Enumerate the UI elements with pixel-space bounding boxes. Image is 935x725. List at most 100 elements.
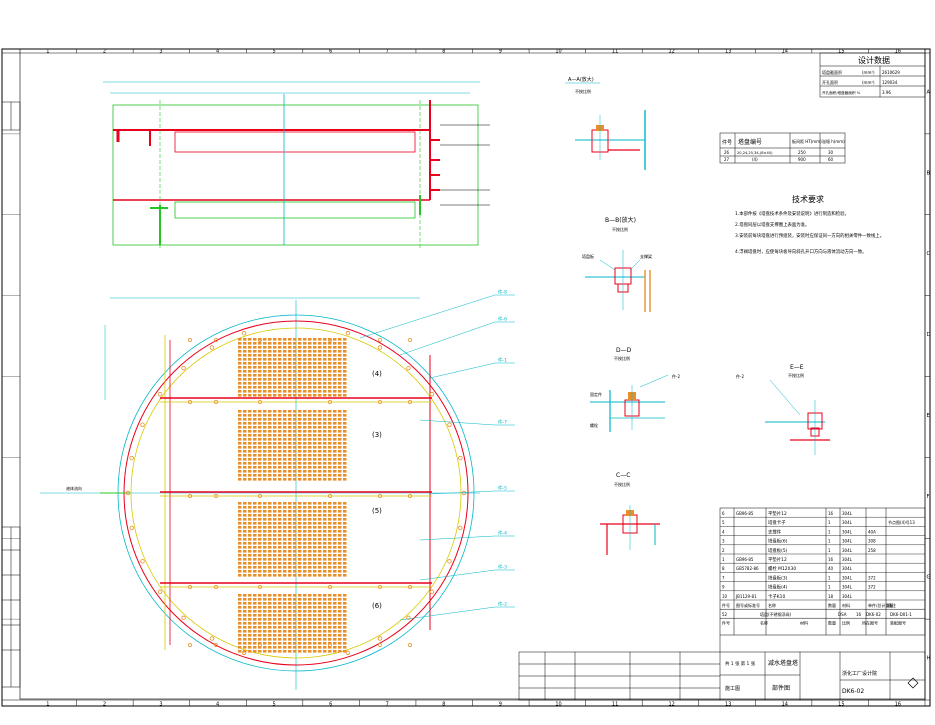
- section-bb-title: B—B(放大): [605, 216, 636, 224]
- tech-req-3: 3.安装前每块塔盘进行预组装，安装时应保证同一方向的相关零件一致线上。: [735, 232, 884, 239]
- column-label: 9: [499, 702, 502, 708]
- tray-r1-no: 26: [724, 150, 730, 155]
- assembly-header: 装配图号: [890, 620, 906, 626]
- column-label: 8: [442, 702, 445, 708]
- clamp-hole: [408, 338, 412, 342]
- tray-r1-h: 30: [828, 150, 834, 155]
- plan-callout: 件-6: [498, 316, 507, 323]
- column-label: 8: [442, 49, 445, 55]
- plan-callout: 件-2: [498, 601, 507, 608]
- plan-callout: 件-5: [498, 485, 507, 492]
- parts-cell: 1: [828, 529, 831, 534]
- column-label: 3: [159, 49, 162, 55]
- design-row-2-label: 开孔面积: [822, 79, 838, 85]
- clamp-hole: [328, 643, 332, 647]
- plan-callout: 件-7: [498, 419, 507, 426]
- tray-r2-id: (4): [752, 157, 758, 162]
- parts-cell: 塔盘板(6): [768, 538, 788, 545]
- bolt-hole: [209, 345, 215, 350]
- row-label: E: [927, 413, 930, 419]
- column-label: 12: [668, 702, 674, 708]
- parts-header: 件号: [722, 602, 730, 608]
- tray-r2-ht: 900: [798, 157, 806, 162]
- clamp-hole: [188, 494, 192, 498]
- parts-cell: 塔盘板(5): [768, 547, 788, 554]
- column-grid-marks: 1122334455667788991010111112121313141415…: [46, 49, 901, 708]
- plan-callout: 件-3: [498, 564, 507, 571]
- column-label: 9: [499, 49, 502, 55]
- tray-label-4: (4): [372, 370, 382, 378]
- section-ee-note: 件-2: [736, 373, 744, 379]
- tray-label-6: (6): [372, 602, 382, 610]
- clamp-hole: [408, 643, 412, 647]
- clamp-hole: [214, 338, 218, 342]
- row-label: B: [927, 170, 931, 176]
- column-label: 15: [838, 702, 844, 708]
- bolt-hole: [241, 650, 247, 655]
- tray-r1-id: 20,24,25,34,(8×40): [737, 151, 773, 155]
- parts-cell: GB96-85: [736, 557, 754, 562]
- bolt-hole: [209, 636, 215, 641]
- bolt-hole: [406, 615, 411, 621]
- clamp-hole: [328, 338, 332, 342]
- parts-cell: 塔盘板(4): [768, 584, 788, 591]
- parts-cell: 304L: [842, 520, 853, 525]
- assembly-cell: DK6-D01-1: [890, 612, 912, 617]
- section-dd-note-top: 件-2: [672, 373, 680, 379]
- drawing-name: 减水塔盘塔: [768, 659, 798, 667]
- parts-cell: 372: [868, 575, 876, 580]
- parts-cell: 平垫片12: [768, 510, 787, 517]
- bolt-hole: [125, 490, 131, 496]
- bolt-hole: [377, 345, 383, 350]
- clamp-hole: [188, 338, 192, 342]
- column-label: 6: [329, 702, 332, 708]
- design-row-3-label: 开孔面积/塔盘截面积 %: [822, 90, 861, 95]
- parts-header: 材料: [842, 602, 850, 608]
- section-bb-scale: 不按比例: [612, 226, 628, 232]
- clamp-hole: [188, 585, 192, 589]
- clamp-hole: [328, 585, 332, 589]
- design-data-title: 设计数据: [858, 55, 890, 65]
- parts-cell: 304L: [842, 539, 853, 544]
- tech-req-title: 技术要求: [792, 194, 824, 204]
- column-label: 14: [782, 702, 788, 708]
- assembly-header: 数量: [828, 620, 836, 626]
- design-row-1-label: 塔盘截面积: [822, 69, 842, 75]
- left-stamp-boxes: [1, 101, 21, 688]
- clamp-hole: [258, 494, 262, 498]
- clamp-hole: [328, 494, 332, 498]
- tray-r2-no: 27: [724, 157, 730, 162]
- clamp-hole: [214, 643, 218, 647]
- drawing-number: DK6-02: [842, 688, 864, 695]
- bolt-hole: [129, 455, 134, 461]
- clamp-hole: [378, 494, 382, 498]
- section-ee-scale: 不按比例: [788, 372, 804, 378]
- design-data-table: [819, 52, 926, 98]
- clamp-hole: [258, 400, 262, 404]
- assembly-header: 所在图号: [862, 620, 878, 626]
- clamp-hole: [214, 400, 218, 404]
- clamp-hole: [378, 400, 382, 404]
- assembly-cell: 塔盘(不锈钢浮阀): [760, 611, 792, 617]
- bolt-hole: [458, 455, 463, 461]
- design-row-2-unit: (mm²): [862, 80, 875, 85]
- clamp-hole: [378, 585, 382, 589]
- tray-label-5: (5): [372, 507, 382, 515]
- design-row-1-value: 2610629: [882, 70, 900, 75]
- parts-cell: 塔盘卡子: [768, 519, 786, 526]
- clamp-hole: [214, 585, 218, 589]
- column-label: 11: [612, 49, 618, 55]
- column-label: 4: [216, 49, 219, 55]
- column-label: 7: [386, 702, 389, 708]
- parts-cell: 304L: [842, 511, 853, 516]
- bolt-hole: [447, 559, 452, 564]
- column-label: 4: [216, 702, 219, 708]
- valve-field: [238, 594, 347, 653]
- bolt-hole: [458, 525, 463, 531]
- column-label: 10: [555, 702, 561, 708]
- bolt-hole: [406, 365, 411, 371]
- plan-view: 件-8件-6件-1件-7件-5件-4件-3件-2: [40, 289, 515, 690]
- bolt-hole: [181, 615, 186, 621]
- parts-cell: 6: [722, 511, 725, 516]
